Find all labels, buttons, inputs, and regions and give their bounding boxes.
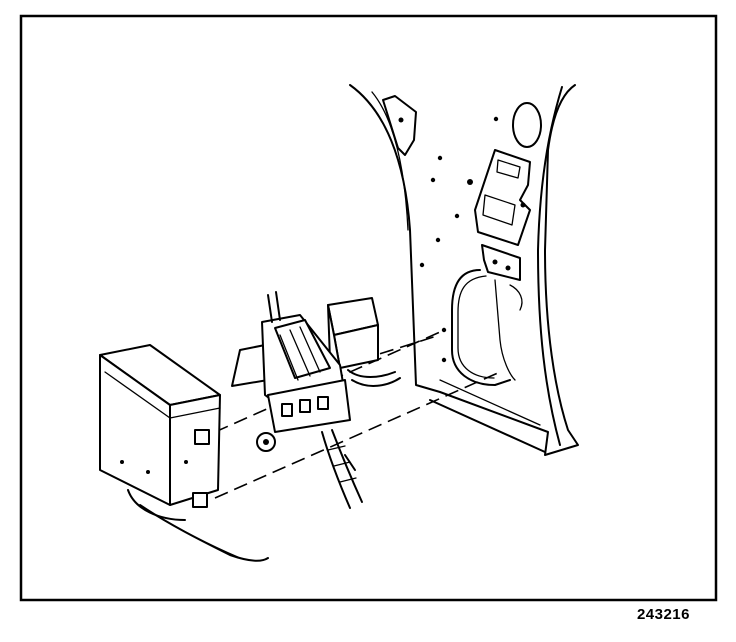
latch-bracket [467, 149, 531, 246]
door-harness [451, 269, 511, 386]
upper-gusset [382, 95, 417, 156]
door-panel [349, 84, 579, 456]
mounting-holes [419, 116, 499, 363]
hinge-bracket [481, 244, 523, 311]
figure-number: 243216 [636, 606, 690, 623]
control-module [99, 344, 269, 562]
speaker-opening [512, 102, 542, 148]
border [19, 14, 718, 602]
connector-bracket [231, 291, 363, 509]
